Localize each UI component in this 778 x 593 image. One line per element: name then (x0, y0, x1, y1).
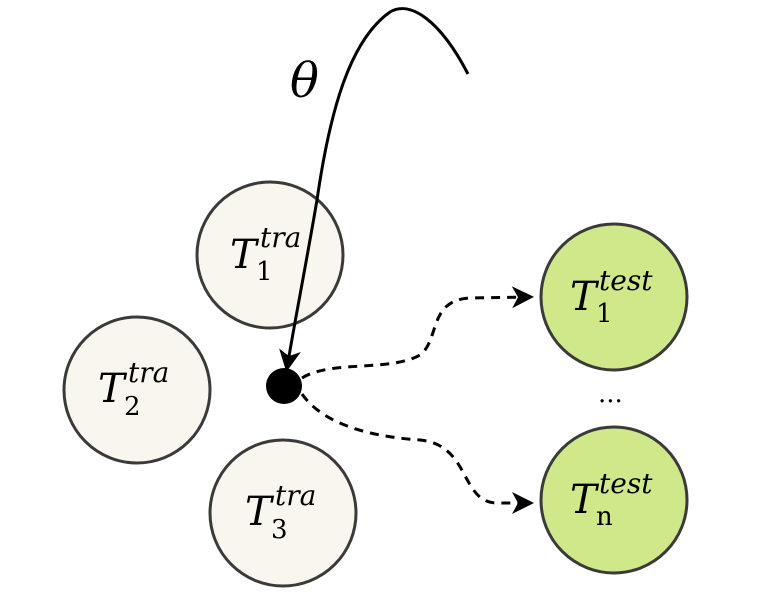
test-tasks-ellipsis: ... (598, 379, 623, 409)
test-task-1-sup: test (599, 264, 653, 297)
train-task-3-main: T (245, 489, 275, 535)
train-task-1-main: T (230, 232, 260, 278)
adaptation-arrow-test-1 (301, 286, 534, 380)
train-task-3-sub: 3 (271, 515, 288, 545)
test-task-n-sub: n (596, 502, 613, 532)
theta-trajectory-arrow (279, 7, 470, 372)
adaptation-arrow-test-n (300, 393, 534, 514)
test-task-node-n: T n test (539, 425, 689, 575)
train-task-2-main: T (98, 366, 128, 412)
train-task-1-sup: tra (260, 221, 301, 254)
theta-label: θ (290, 53, 319, 109)
train-task-node-3: T 3 tra (208, 438, 358, 588)
train-task-3-sup: tra (275, 479, 316, 512)
test-task-1-main: T (570, 274, 600, 320)
test-task-n-main: T (570, 477, 600, 523)
meta-parameter-point (266, 368, 302, 404)
test-task-1-sub: 1 (596, 299, 613, 329)
train-task-node-1: T 1 tra (195, 180, 345, 330)
test-task-node-1: T 1 test (539, 222, 689, 372)
train-task-1-sub: 1 (256, 257, 273, 287)
test-task-n-sup: test (599, 467, 653, 500)
train-task-node-2: T 2 tra (62, 315, 212, 465)
train-task-2-sup: tra (128, 356, 169, 389)
train-task-2-sub: 2 (124, 392, 141, 422)
